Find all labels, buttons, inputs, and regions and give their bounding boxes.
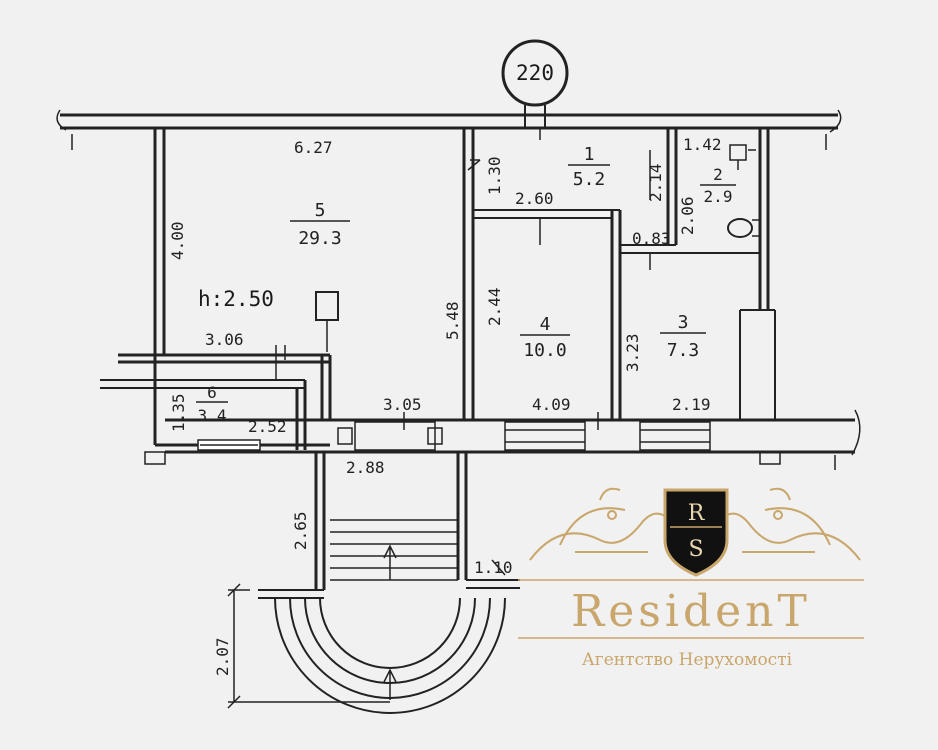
- svg-text:7.3: 7.3: [667, 340, 700, 361]
- svg-text:10.0: 10.0: [523, 340, 566, 361]
- dim-1-10: 1.10: [474, 558, 513, 577]
- svg-text:4: 4: [540, 314, 551, 335]
- svg-text:5.2: 5.2: [573, 169, 606, 190]
- dim-5-48: 5.48: [443, 301, 462, 340]
- dim-6-27: 6.27: [294, 138, 333, 157]
- dim-2-65: 2.65: [291, 511, 310, 550]
- svg-text:6: 6: [207, 383, 217, 402]
- dim-2-52: 2.52: [248, 417, 287, 436]
- monogram-letter-s: S: [688, 537, 703, 562]
- building-number: 220: [516, 61, 554, 85]
- svg-text:29.3: 29.3: [298, 228, 341, 249]
- dim-0-83: 0.83: [632, 229, 671, 248]
- windows: [337, 421, 711, 451]
- room-3-label: 3 7.3: [660, 312, 706, 361]
- ceiling-height-label: h:2.50: [198, 287, 274, 311]
- dim-3-06: 3.06: [205, 330, 244, 349]
- svg-text:5: 5: [315, 200, 326, 221]
- monogram-shield: [663, 488, 729, 577]
- room-2-label: 2 2.9: [700, 165, 736, 206]
- agency-watermark: R S ResidenT Агентство Нерухомості: [518, 487, 864, 670]
- sanitary-fixtures: [315, 144, 761, 352]
- room-4-label: 4 10.0: [520, 314, 570, 361]
- svg-text:2.9: 2.9: [704, 187, 733, 206]
- dim-4-09: 4.09: [532, 395, 571, 414]
- dim-3-23: 3.23: [623, 333, 642, 372]
- dim-2-06: 2.06: [678, 196, 697, 235]
- dim-2-60: 2.60: [515, 189, 554, 208]
- ornament-swirls: [529, 487, 861, 561]
- dim-2-44: 2.44: [485, 287, 504, 326]
- stove-icon: [315, 291, 339, 321]
- agency-brand-name: ResidenT: [571, 586, 811, 637]
- dim-1-42: 1.42: [683, 135, 722, 154]
- svg-text:1: 1: [584, 144, 595, 165]
- dim-3-05: 3.05: [383, 395, 422, 414]
- exterior-wall-top: [56, 109, 842, 150]
- svg-text:3: 3: [678, 312, 689, 333]
- dim-4-00: 4.00: [168, 221, 187, 260]
- entrance-porch: [258, 452, 520, 714]
- svg-text:2: 2: [713, 165, 723, 184]
- room-labels: 1 5.2 2 2.9 3 7.3 4 10.0 5 29.3 6 3.4: [196, 144, 736, 425]
- dim-2-14: 2.14: [646, 163, 665, 202]
- svg-text:3.4: 3.4: [198, 406, 227, 425]
- dim-1-30: 1.30: [485, 156, 504, 195]
- room-6-label: 6 3.4: [196, 383, 228, 425]
- dim-1-35: 1.35: [169, 393, 188, 432]
- room-5-label: 5 29.3: [290, 200, 350, 249]
- interior-walls: [100, 128, 861, 470]
- monogram-letter-r: R: [688, 501, 706, 526]
- building-number-marker: 220: [501, 39, 569, 128]
- dimension-lines: [227, 128, 651, 709]
- dimension-labels: 6.27 4.00 1.30 2.60 2.14 1.42 2.06 0.83 …: [168, 135, 722, 676]
- dim-2-88: 2.88: [346, 458, 385, 477]
- room-1-label: 1 5.2: [568, 144, 610, 190]
- agency-tagline: Агентство Нерухомості: [582, 650, 793, 670]
- dim-2-07: 2.07: [213, 637, 232, 676]
- dim-2-19: 2.19: [672, 395, 711, 414]
